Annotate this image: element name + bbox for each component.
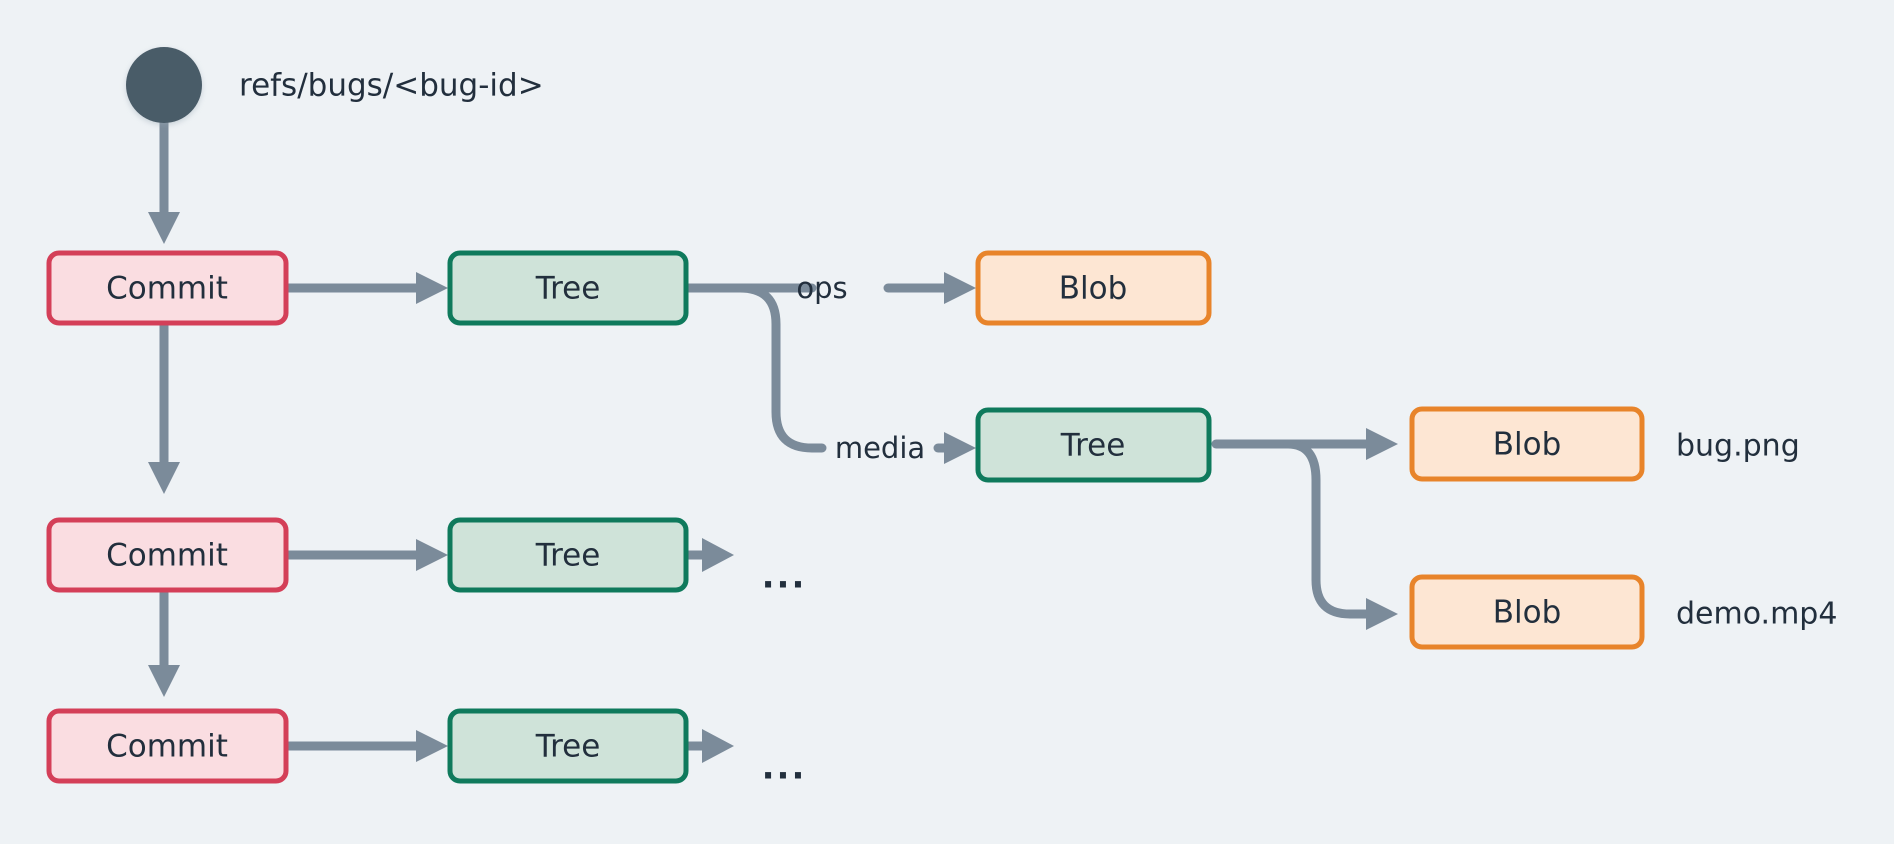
node-commit-1-label: Commit: [106, 271, 228, 307]
node-tree-2-label: Tree: [535, 538, 601, 574]
edge-commit-3-to-tree-3: [281, 730, 448, 762]
node-tree-1-label: Tree: [535, 271, 601, 307]
edge-tree-1-branch: [681, 283, 827, 453]
ellipsis-tree-2-more: ...: [762, 557, 807, 597]
edge-commit-2-to-tree-2: [281, 539, 448, 571]
node-commit-3-label: Commit: [106, 729, 228, 765]
edge-label-media: media: [835, 431, 925, 465]
node-blob-demo-mp4[interactable]: Blob: [1409, 574, 1645, 650]
ref-marker[interactable]: [126, 47, 202, 123]
node-commit-3[interactable]: Commit: [46, 708, 289, 784]
edge-tree-media-branch: [1211, 428, 1398, 630]
node-blob-ops[interactable]: Blob: [975, 250, 1212, 326]
edge-media-to-tree: [933, 432, 976, 464]
edge-label-ops: ops: [796, 271, 847, 305]
edge-tree-3-to-ellipsis: [681, 729, 734, 763]
file-label-demo-mp4: demo.mp4: [1676, 597, 1837, 632]
node-blob-ops-label: Blob: [1059, 271, 1128, 307]
ellipsis-tree-3-more: ...: [762, 748, 807, 788]
node-tree-3[interactable]: Tree: [447, 708, 689, 784]
edge-commit-1-to-commit-2: [148, 320, 180, 494]
node-tree-3-label: Tree: [535, 729, 601, 765]
edge-tree-2-to-ellipsis: [681, 538, 734, 572]
node-tree-media[interactable]: Tree: [975, 407, 1212, 483]
node-tree-2[interactable]: Tree: [447, 517, 689, 593]
file-label-bug-png: bug.png: [1676, 429, 1800, 464]
node-blob-bug-png-label: Blob: [1493, 427, 1562, 463]
node-tree-1[interactable]: Tree: [447, 250, 689, 326]
ref-label: refs/bugs/<bug-id>: [239, 68, 544, 104]
edge-ref-to-commit-1: [148, 113, 180, 244]
node-commit-2[interactable]: Commit: [46, 517, 289, 593]
node-blob-bug-png[interactable]: Blob: [1409, 406, 1645, 482]
edge-ops-to-blob: [883, 272, 976, 304]
edge-commit-1-to-tree-1: [281, 272, 448, 304]
node-commit-1[interactable]: Commit: [46, 250, 289, 326]
node-tree-media-label: Tree: [1060, 428, 1126, 464]
node-commit-2-label: Commit: [106, 538, 228, 574]
node-blob-demo-mp4-label: Blob: [1493, 595, 1562, 631]
